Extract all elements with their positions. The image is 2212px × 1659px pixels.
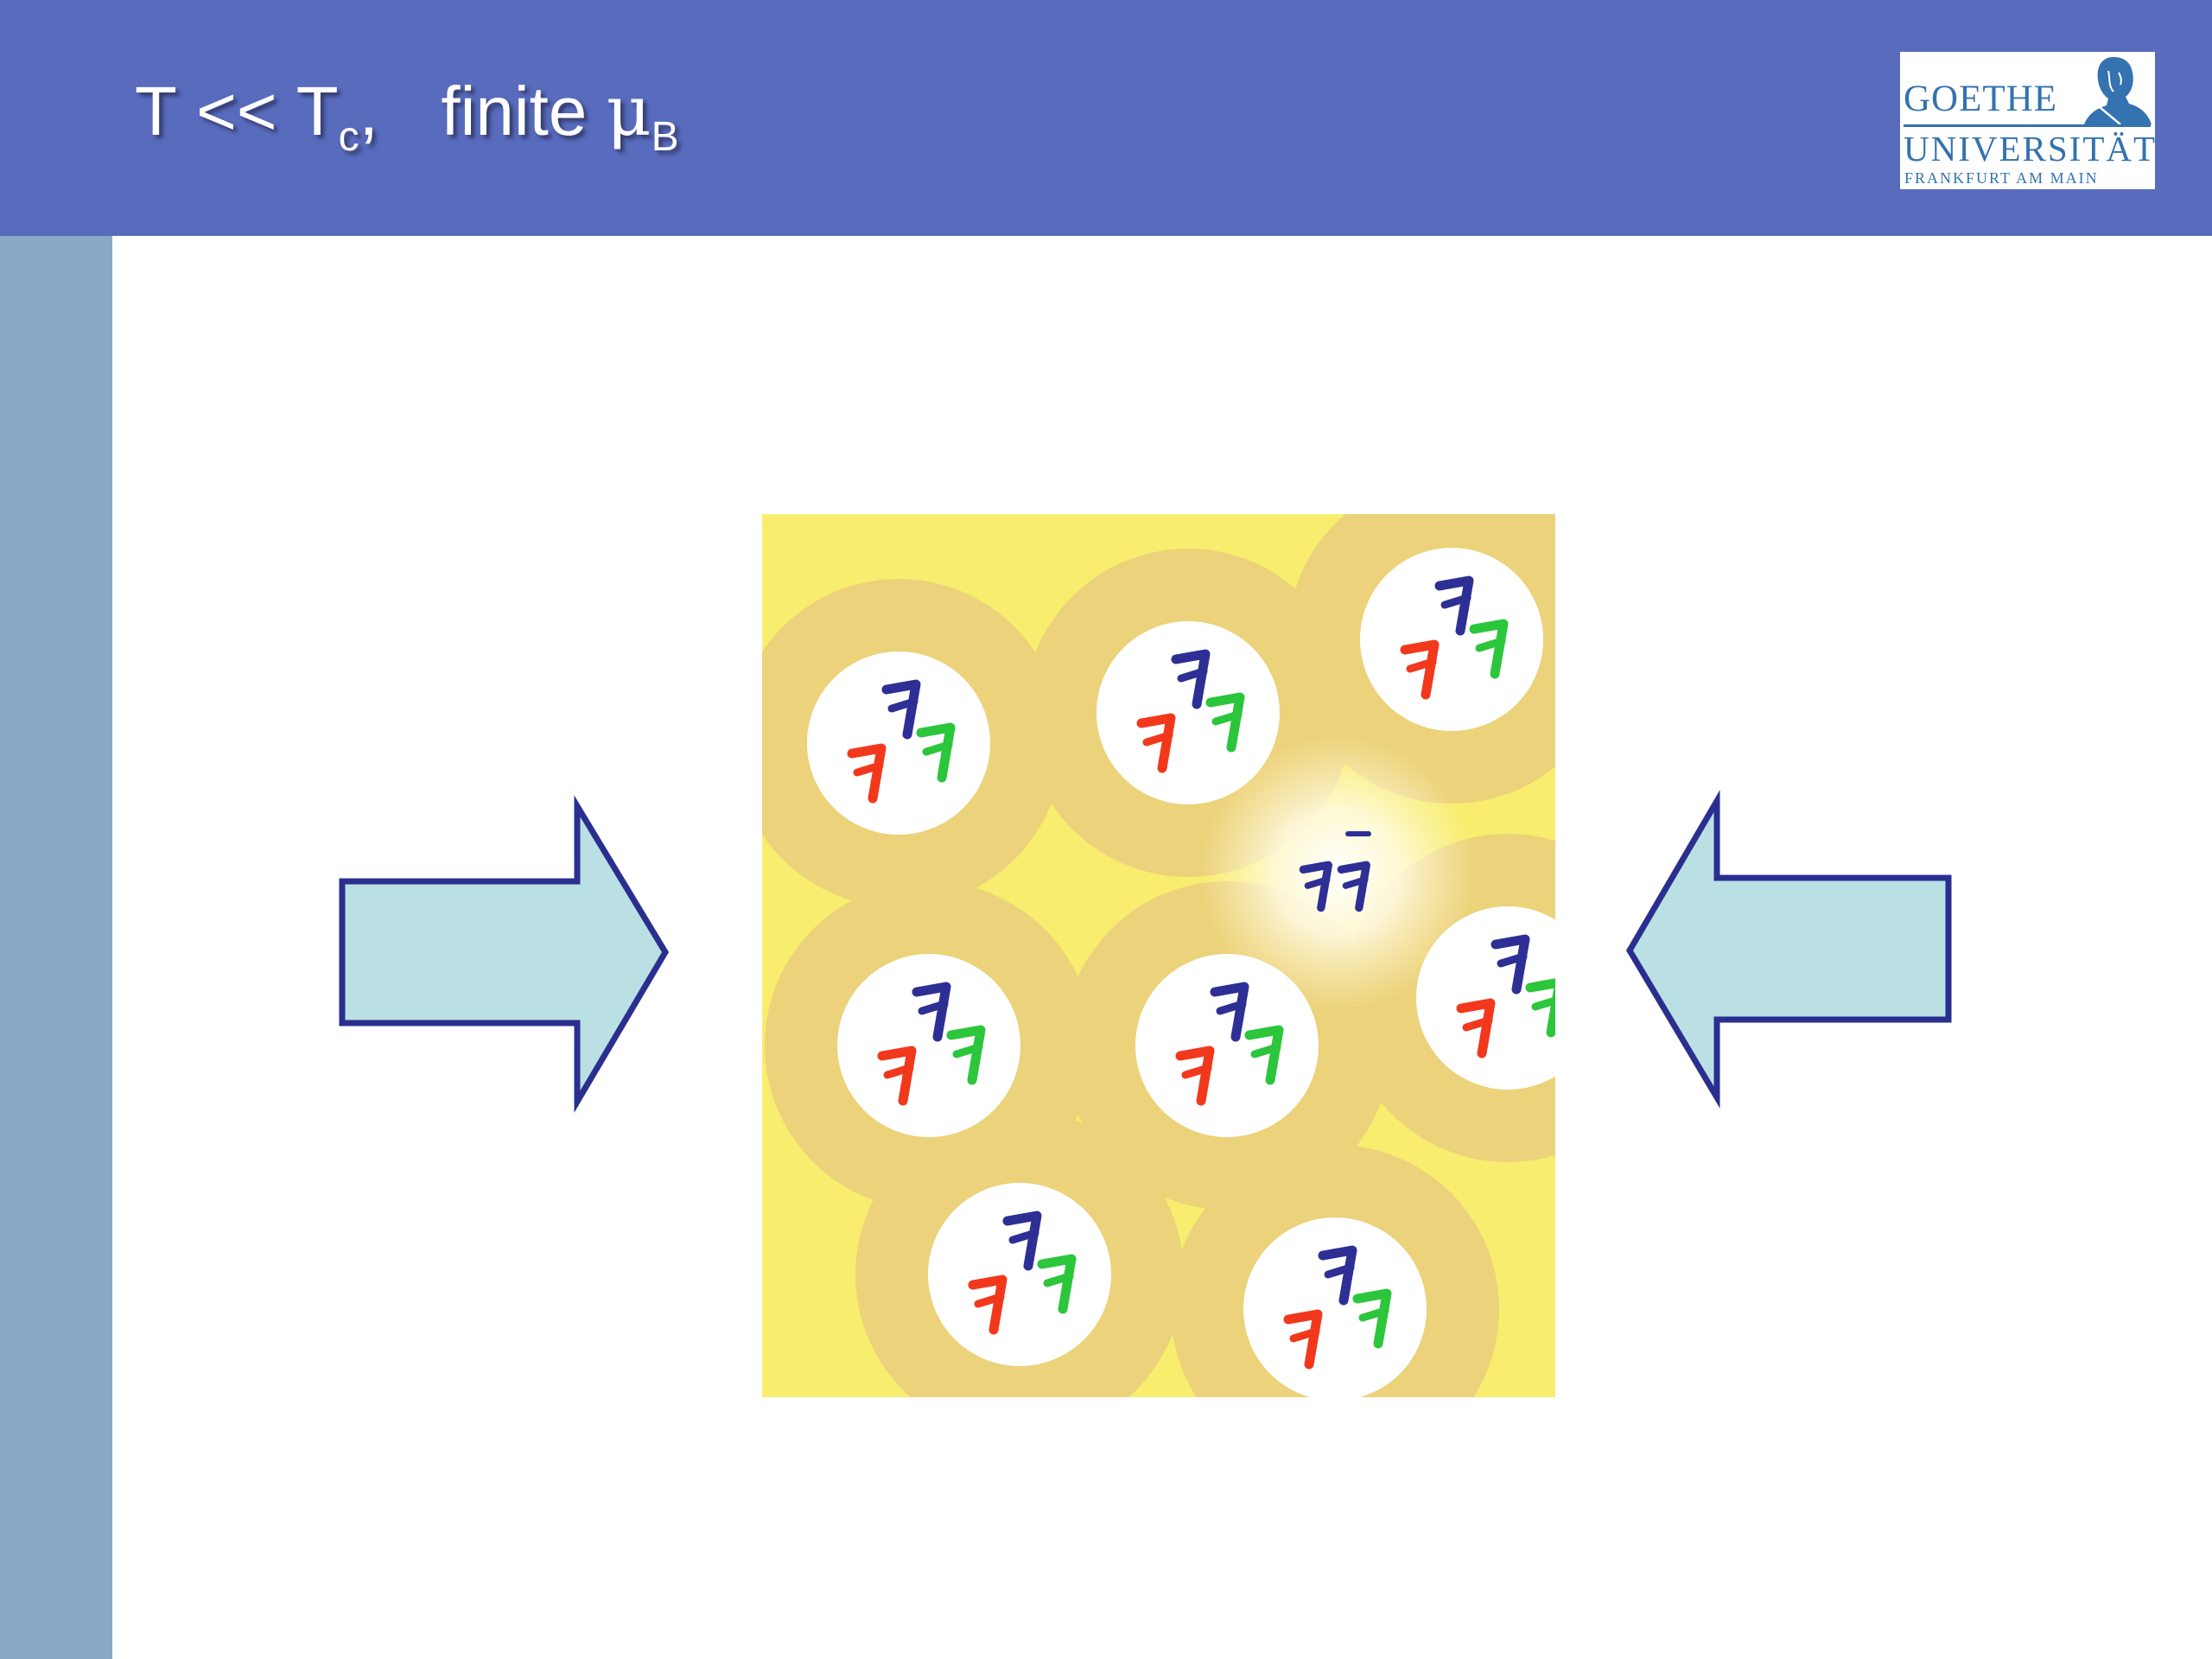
title-much-less: <<	[196, 73, 277, 149]
title-t: T	[135, 73, 177, 149]
slide-title: T << Tc, finite μB	[135, 71, 679, 192]
logo-goethe-text: GOETHE	[1904, 79, 2057, 119]
nucleon-core	[837, 954, 1020, 1137]
deconfined-glow	[1199, 734, 1476, 1011]
nucleon-core	[1096, 621, 1280, 804]
university-logo: GOETHE UNIVERSITÄT FRANKFURT AM MAIN	[1900, 52, 2155, 189]
free-quark-pair	[1303, 831, 1371, 908]
title-mu: μ	[606, 71, 652, 151]
arrow-right-icon	[339, 795, 670, 1113]
nucleon-core	[928, 1183, 1111, 1366]
nucleon-core	[1360, 548, 1543, 731]
goethe-portrait-icon	[2084, 57, 2152, 124]
dense-matter-box	[762, 514, 1555, 1397]
logo-universitaet-text: UNIVERSITÄT	[1904, 129, 2158, 168]
logo-divider	[1904, 124, 2151, 127]
nucleon-core	[1416, 906, 1555, 1090]
nucleon-core	[1135, 954, 1319, 1137]
left-sidebar-bar	[0, 236, 112, 1659]
arrow-left-icon	[1625, 790, 1952, 1109]
logo-frankfurt-text: FRANKFURT AM MAIN	[1904, 169, 2099, 187]
title-comma: ,	[359, 73, 378, 149]
nucleon-core	[1243, 1217, 1427, 1397]
title-tc: T	[296, 73, 339, 149]
title-finite: finite	[441, 73, 588, 149]
title-b-subscript: B	[651, 114, 679, 160]
nucleon-core	[807, 652, 990, 835]
slide-header: T << Tc, finite μB GOETHE UNIVERSITÄT FR…	[0, 0, 2212, 236]
title-c-subscript: c	[338, 114, 359, 160]
